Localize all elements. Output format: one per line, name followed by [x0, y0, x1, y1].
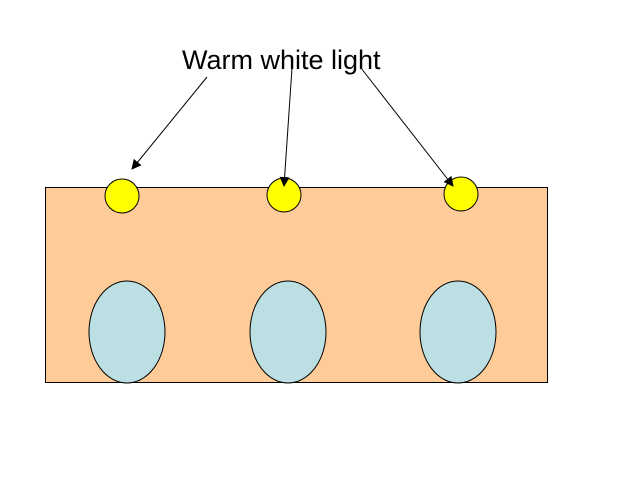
ellipse-left: [88, 280, 166, 384]
ellipse-middle: [249, 280, 327, 384]
arrow-middle: [279, 67, 293, 187]
ellipse-right: [419, 280, 497, 384]
light-right: [443, 176, 479, 212]
arrow-left: [131, 76, 208, 170]
warm-white-light-label: Warm white light: [182, 45, 381, 75]
light-left: [104, 178, 140, 214]
arrow-right: [360, 67, 454, 187]
